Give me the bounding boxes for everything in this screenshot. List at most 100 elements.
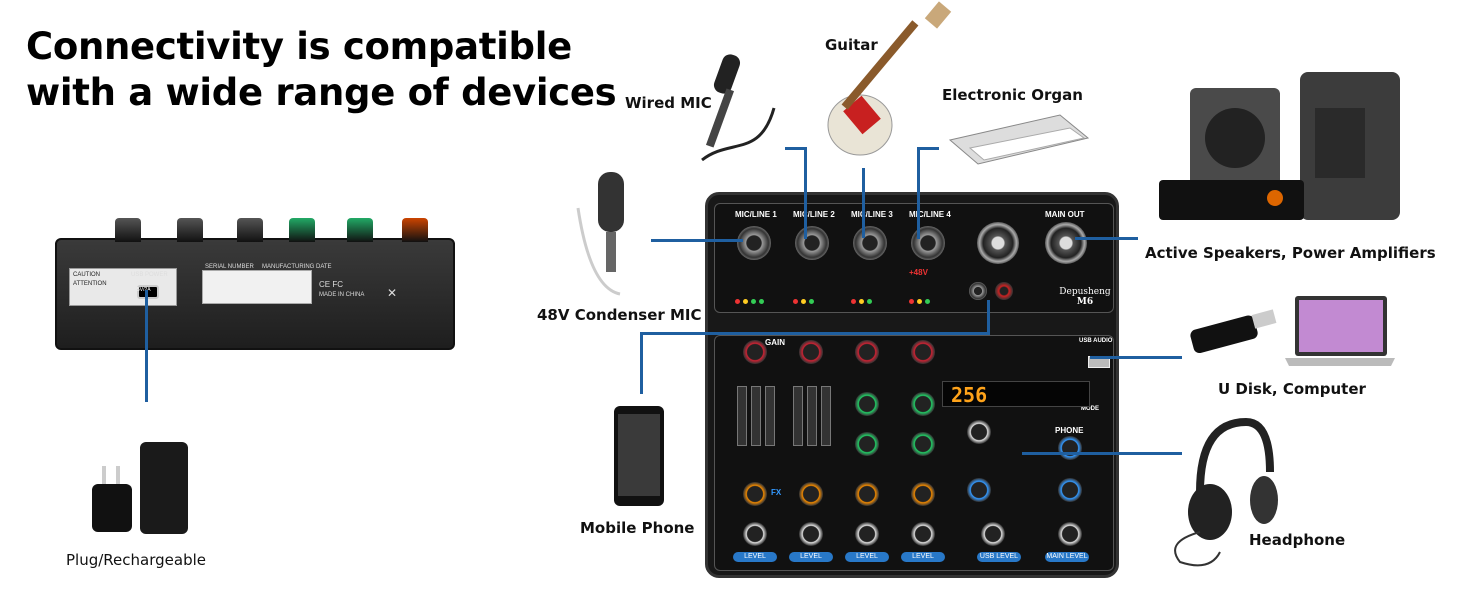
meter-led — [751, 299, 756, 304]
wire-speakers — [1075, 237, 1138, 240]
channel-label: MIC/LINE 2 — [793, 210, 835, 219]
main-level-label: MAIN LEVEL — [1045, 552, 1089, 562]
rear-knob — [237, 218, 263, 242]
headphone-image — [1174, 417, 1278, 567]
label-headphone: Headphone — [1249, 531, 1346, 549]
level-knob-2[interactable] — [799, 522, 823, 546]
serial-number-label: SERIAL NUMBER — [205, 264, 254, 270]
wire-condenser — [651, 239, 743, 242]
level-knob-4[interactable] — [911, 522, 935, 546]
attention-text: ATTENTION — [73, 281, 107, 287]
level-label-1: LEVEL — [733, 552, 777, 562]
fx-select-knob[interactable] — [967, 420, 991, 444]
manufacturing-date-label: MANUFACTURING DATE — [262, 264, 332, 270]
weee-icon: ✕ — [387, 286, 398, 300]
headline-line-1: Connectivity is compatible — [26, 25, 572, 68]
usb-level-knob[interactable] — [981, 522, 1005, 546]
usb-audio-label: USB AUDIO — [1079, 338, 1113, 344]
level-label-2: LEVEL — [789, 552, 833, 562]
eq-fader[interactable] — [737, 386, 747, 446]
combo-jack-3[interactable] — [853, 226, 887, 260]
wire-organ-v — [917, 147, 920, 239]
mixer-rear-panel: CAUTION ATTENTION USB POWER 5V/2A SERIAL… — [55, 218, 455, 350]
gain-knob-1[interactable] — [743, 340, 767, 364]
gain-knob-3[interactable] — [855, 340, 879, 364]
eq-high-knob-3[interactable] — [855, 392, 879, 416]
cert-marks: CE FC — [319, 280, 343, 289]
rear-knob — [347, 218, 373, 242]
rear-knob — [115, 218, 141, 242]
fx-knob-4[interactable] — [911, 482, 935, 506]
caution-sticker: CAUTION ATTENTION — [69, 268, 177, 306]
level-knob-3[interactable] — [855, 522, 879, 546]
meter-led — [735, 299, 740, 304]
eq-low-knob-4[interactable] — [911, 432, 935, 456]
phone-knob[interactable] — [1058, 436, 1082, 460]
eq-low-knob-3[interactable] — [855, 432, 879, 456]
usb-level-label: USB LEVEL — [977, 552, 1021, 562]
speakers-amplifier-image — [1159, 72, 1400, 220]
rear-knob — [177, 218, 203, 242]
eq-fader[interactable] — [807, 386, 817, 446]
channel-label: MIC/LINE 4 — [909, 210, 951, 219]
usb-56-level-knob[interactable] — [967, 478, 991, 502]
eq-fader[interactable] — [751, 386, 761, 446]
eq-fader[interactable] — [793, 386, 803, 446]
combo-jack-2[interactable] — [795, 226, 829, 260]
label-mobile-phone: Mobile Phone — [580, 519, 695, 537]
eq-fader[interactable] — [821, 386, 831, 446]
wire-udisk — [1090, 356, 1182, 359]
mic-level-knob[interactable] — [1058, 478, 1082, 502]
eq-fader[interactable] — [765, 386, 775, 446]
combo-jack-1[interactable] — [737, 226, 771, 260]
label-guitar: Guitar — [825, 36, 878, 54]
mixer-front: MIC/LINE 1 MIC/LINE 2 MIC/LINE 3 MIC/LIN… — [705, 192, 1119, 578]
gain-knob-4[interactable] — [911, 340, 935, 364]
headline: Connectivity is compatible with a wide r… — [26, 24, 617, 116]
level-label-4: LEVEL — [901, 552, 945, 562]
level-knob-1[interactable] — [743, 522, 767, 546]
meter-led — [859, 299, 864, 304]
wired-mic-image — [701, 54, 776, 162]
mixer-input-panel: MIC/LINE 1 MIC/LINE 2 MIC/LINE 3 MIC/LIN… — [714, 203, 1114, 313]
meter-led — [909, 299, 914, 304]
caution-text: CAUTION — [73, 272, 100, 278]
fx-label: FX — [771, 488, 782, 497]
main-out-left[interactable] — [977, 222, 1019, 264]
phantom-label: +48V — [909, 268, 928, 277]
meter-led — [851, 299, 856, 304]
gain-knob-2[interactable] — [799, 340, 823, 364]
fx-knob-1[interactable] — [743, 482, 767, 506]
wire-mobile-h — [640, 332, 990, 335]
model-text: M6 — [1076, 297, 1094, 307]
meter-led — [793, 299, 798, 304]
serial-sticker — [202, 270, 312, 304]
brand-name: Depusheng M6 — [1050, 287, 1120, 307]
eq-high-knob-4[interactable] — [911, 392, 935, 416]
meter-led — [809, 299, 814, 304]
main-level-knob[interactable] — [1058, 522, 1082, 546]
fx-knob-3[interactable] — [855, 482, 879, 506]
meter-led — [867, 299, 872, 304]
fx-knob-2[interactable] — [799, 482, 823, 506]
wire-wired-mic-v — [804, 147, 807, 239]
gain-label: GAIN — [765, 338, 785, 347]
wire-mobile-up — [987, 300, 990, 335]
fx-display: 256 — [942, 381, 1090, 407]
main-out-right[interactable] — [1045, 222, 1087, 264]
combo-jack-4[interactable] — [911, 226, 945, 260]
usb-power-port — [137, 285, 159, 299]
meter-led — [801, 299, 806, 304]
rca-right[interactable] — [995, 282, 1013, 300]
wire-headphone — [1022, 452, 1182, 455]
label-plug-rechargeable: Plug/Rechargeable — [66, 551, 206, 569]
label-electronic-organ: Electronic Organ — [942, 86, 1083, 104]
label-speakers: Active Speakers, Power Amplifiers — [1145, 244, 1436, 262]
electronic-organ-image — [948, 114, 1090, 165]
rca-left[interactable] — [969, 282, 987, 300]
headline-line-2: with a wide range of devices — [26, 71, 617, 114]
wire-organ-h — [917, 147, 939, 150]
meter-led — [759, 299, 764, 304]
brand-text: Depusheng — [1059, 287, 1111, 297]
wire-wired-mic-h — [785, 147, 807, 150]
